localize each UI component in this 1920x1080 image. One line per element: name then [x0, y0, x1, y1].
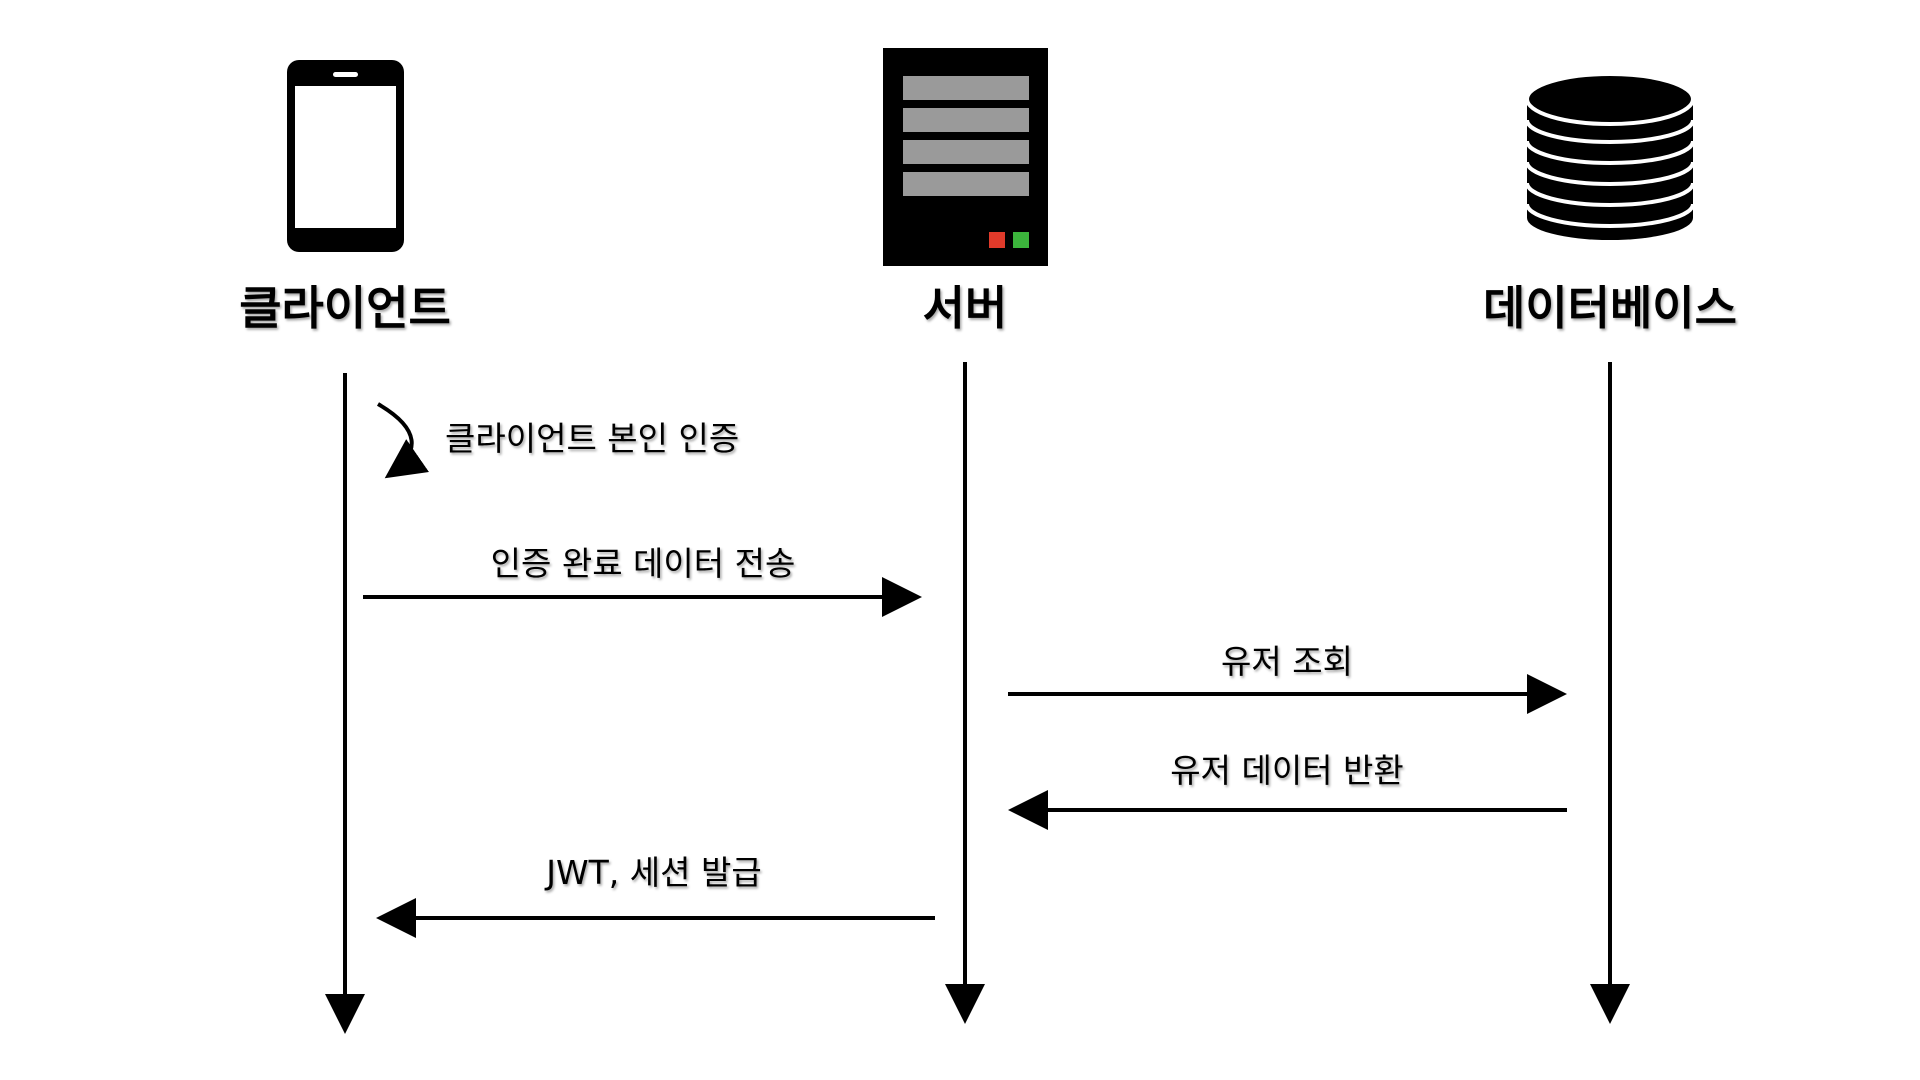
smartphone-icon: [287, 60, 404, 252]
client-self-auth-label: 클라이언트 본인 인증: [445, 419, 739, 458]
message-jwt-issue: JWT, 세션 발급: [376, 853, 935, 938]
red-led-icon: [989, 232, 1005, 248]
message-user-lookup: 유저 조회: [1008, 642, 1567, 714]
user-lookup-label: 유저 조회: [1221, 642, 1353, 681]
message-auth-complete: 인증 완료 데이터 전송: [363, 544, 922, 617]
self-loop-arrow: [376, 402, 429, 479]
server-label: 서버: [923, 281, 1008, 335]
jwt-issue-label: JWT, 세션 발급: [544, 853, 761, 892]
database-actor: 데이터베이스: [1483, 72, 1737, 335]
auth-complete-label: 인증 완료 데이터 전송: [491, 544, 796, 583]
database-label: 데이터베이스: [1483, 281, 1737, 335]
server-icon: [883, 48, 1048, 266]
client-actor: 클라이언트: [239, 60, 451, 335]
message-user-return: 유저 데이터 반환: [1008, 751, 1567, 830]
server-actor: 서버: [883, 48, 1048, 335]
client-label: 클라이언트: [239, 281, 451, 335]
green-led-icon: [1013, 232, 1029, 248]
message-client-self-auth: 클라이언트 본인 인증: [376, 402, 739, 479]
database-icon: [1525, 72, 1695, 240]
user-return-label: 유저 데이터 반환: [1170, 751, 1404, 790]
